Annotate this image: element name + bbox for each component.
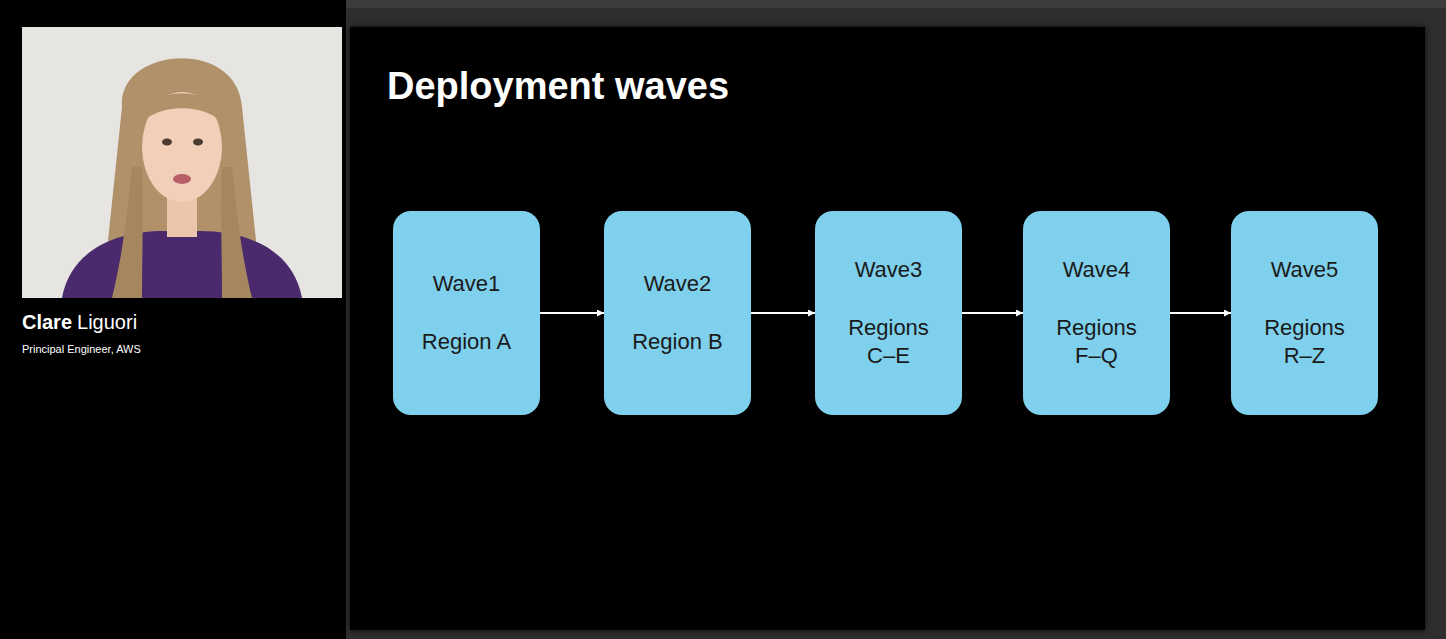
wave-name: Wave5	[1271, 256, 1339, 284]
wave-name: Wave4	[1063, 256, 1131, 284]
speaker-last-name: Liguori	[77, 311, 137, 334]
wave-box: Wave5Regions R–Z	[1231, 211, 1378, 415]
region-range: Regions R–Z	[1255, 314, 1355, 370]
region-range: Regions C–E	[839, 314, 939, 370]
region-range: Region A	[422, 328, 511, 356]
eye	[193, 139, 203, 146]
flow-arrow	[540, 312, 604, 314]
frame-strip	[346, 0, 1446, 8]
speaker-photo	[22, 27, 342, 298]
wave-name: Wave2	[644, 270, 712, 298]
wave-box: Wave2Region B	[604, 211, 751, 415]
wave-box: Wave4Regions F–Q	[1023, 211, 1170, 415]
wave-name: Wave1	[433, 270, 501, 298]
shirt	[62, 231, 302, 298]
hair-left	[112, 167, 143, 298]
region-range: Regions F–Q	[1047, 314, 1147, 370]
wave-box: Wave3Regions C–E	[815, 211, 962, 415]
speaker-role: Principal Engineer, AWS	[22, 343, 141, 355]
photo-background	[22, 27, 342, 298]
slide-title: Deployment waves	[387, 64, 729, 108]
region-range: Region B	[632, 328, 723, 356]
hair-right	[221, 167, 252, 298]
flow-arrow	[1170, 312, 1231, 314]
fringe	[140, 93, 224, 127]
wave-name: Wave3	[855, 256, 923, 284]
eye	[162, 139, 172, 146]
flow-arrow	[751, 312, 815, 314]
wave-box: Wave1Region A	[393, 211, 540, 415]
flow-arrow	[962, 312, 1023, 314]
speaker-first-name: Clare	[22, 311, 72, 334]
mouth	[173, 174, 191, 184]
